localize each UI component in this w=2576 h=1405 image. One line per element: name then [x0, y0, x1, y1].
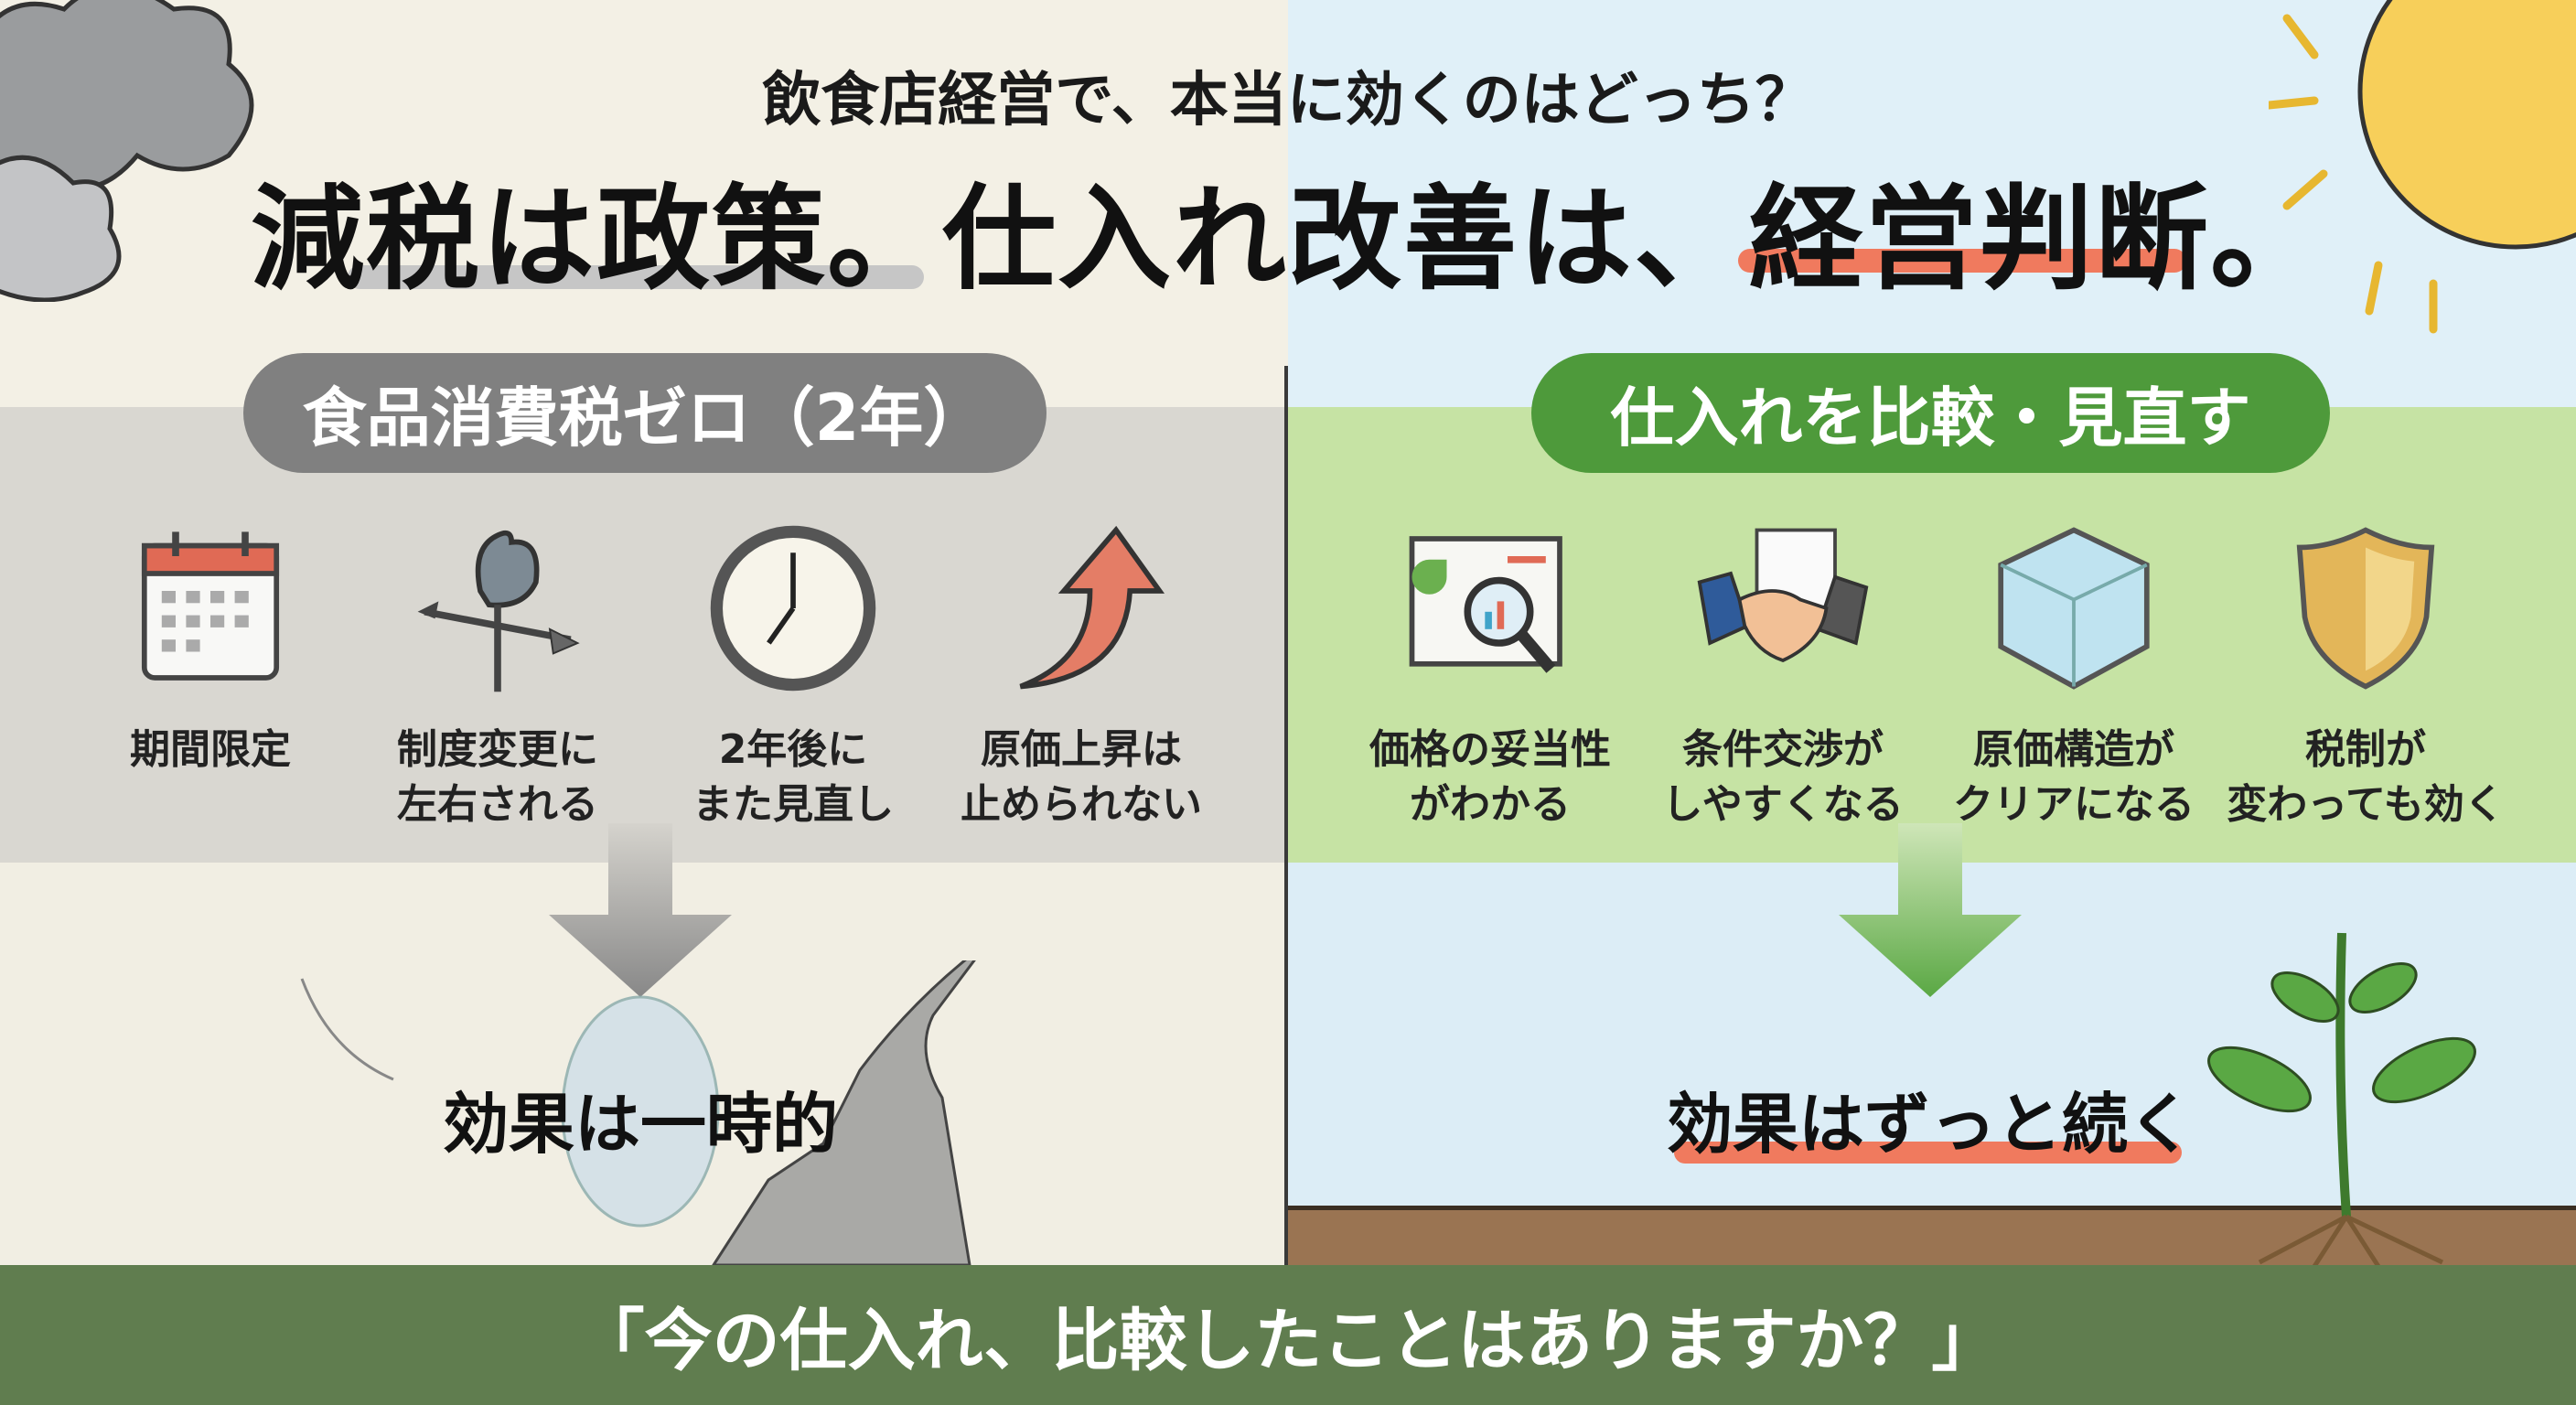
purchasing-pill: 仕入れを比較・見直す: [1531, 353, 2330, 473]
sprout-plant-icon: [2207, 932, 2476, 1281]
underline-accent: [1674, 1142, 2182, 1164]
feature-label: 2年後にまた見直し: [692, 726, 894, 828]
tax-cut-pill: 食品消費税ゼロ（2年）: [243, 353, 1046, 473]
calendar-icon: [141, 531, 280, 681]
feature-label: 制度変更に左右される: [397, 726, 598, 828]
headline: 減税は政策。仕入れ改善は、経営判断。: [250, 174, 2326, 306]
down-arrow-green-icon: [1839, 823, 2022, 997]
report-magnifier-icon: [1409, 536, 1562, 673]
underline-gray: [348, 265, 924, 289]
feature-label: 条件交渉がしやすくなる: [1662, 726, 1904, 828]
pill-label: 食品消費税ゼロ（2年）: [302, 381, 988, 456]
down-arrow-gray-icon: [549, 823, 732, 997]
footer-question: 「今の仕入れ、比較したことはありますか？」: [576, 1302, 2000, 1380]
underline-accent: [1738, 249, 2186, 273]
sun-icon: [2269, 0, 2576, 334]
rising-arrow-icon: [1019, 525, 1165, 690]
subtitle: 飲食店経営で、本当に効くのはどっち？: [762, 67, 1814, 134]
glass-cube-icon: [1998, 527, 2150, 690]
bubble-cliff-illustration: [300, 960, 976, 1265]
feature-label: 原価上昇は止められない: [961, 726, 1202, 828]
effect-temporary: 効果は一時的: [442, 1086, 839, 1163]
soil: [1288, 1206, 2576, 1265]
weathervane-icon: [417, 530, 580, 692]
shield-icon: [2296, 527, 2435, 690]
feature-label: 期間限定: [130, 726, 291, 773]
footer-banner: 「今の仕入れ、比較したことはありますか？」: [0, 1265, 2576, 1405]
pill-label: 仕入れを比較・見直す: [1610, 381, 2251, 456]
feature-label: 税制が変わっても効く: [2227, 726, 2505, 828]
feature-label: 価格の妥当性がわかる: [1369, 726, 1611, 828]
clock-icon: [710, 525, 876, 692]
storm-cloud-icon: [0, 0, 254, 302]
feature-label: 原価構造がクリアになる: [1953, 726, 2195, 828]
divider: [1284, 366, 1288, 1265]
effect-lasting: 効果はずっと続く: [1666, 1086, 2195, 1163]
handshake-icon: [1697, 528, 1869, 663]
